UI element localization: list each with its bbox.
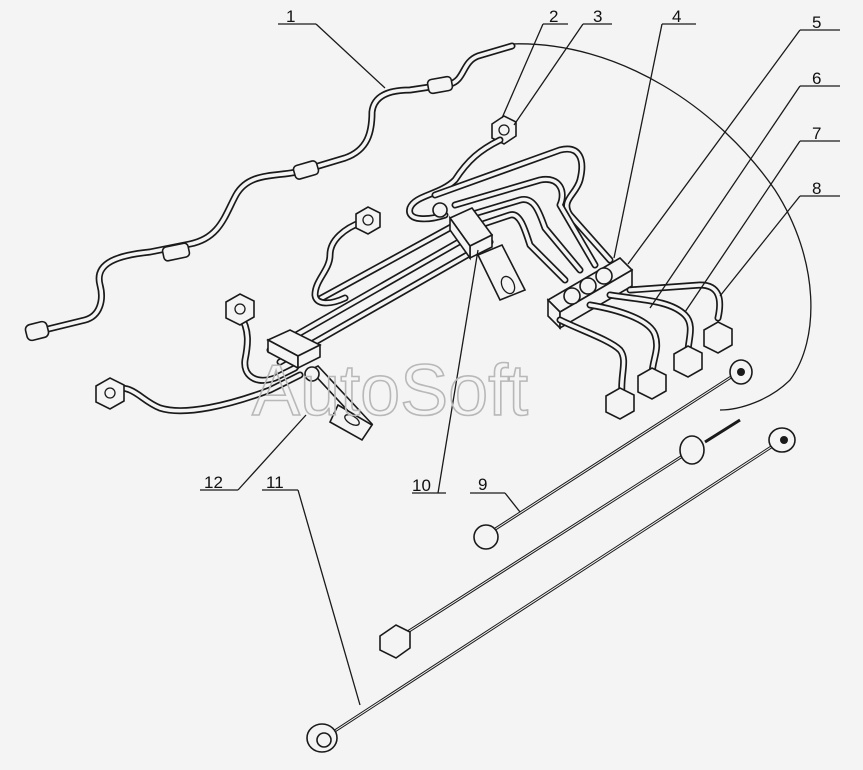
fuel-pipe-right-group <box>556 281 733 420</box>
callout-6: 6 <box>812 69 821 88</box>
fuel-pipe-1 <box>24 42 516 342</box>
fuel-line-nut-2 <box>491 115 517 145</box>
return-line-middle <box>379 418 741 659</box>
return-line-11 <box>306 427 796 753</box>
assembly-outline-curve <box>509 43 812 411</box>
callout-leaders <box>200 23 840 706</box>
watermark-text: AutoSoft <box>252 351 528 431</box>
pipe-clamp-10 <box>432 202 527 302</box>
fuel-pipe-bundle-upper <box>406 136 614 284</box>
callout-7: 7 <box>812 124 821 143</box>
callout-10: 10 <box>412 476 431 495</box>
fuel-pipe-left-group <box>95 206 381 415</box>
callout-1: 1 <box>286 7 295 26</box>
callout-4: 4 <box>672 7 681 26</box>
callout-2: 2 <box>549 7 558 26</box>
pipe-bracket-4 <box>546 256 634 330</box>
callout-3: 3 <box>593 7 602 26</box>
return-line-9 <box>473 359 753 550</box>
pipe-clamp-12 <box>266 329 374 442</box>
callout-9: 9 <box>478 475 487 494</box>
callout-12: 12 <box>204 473 223 492</box>
callout-8: 8 <box>812 179 821 198</box>
callout-5: 5 <box>812 13 821 32</box>
callout-11: 11 <box>266 473 284 492</box>
